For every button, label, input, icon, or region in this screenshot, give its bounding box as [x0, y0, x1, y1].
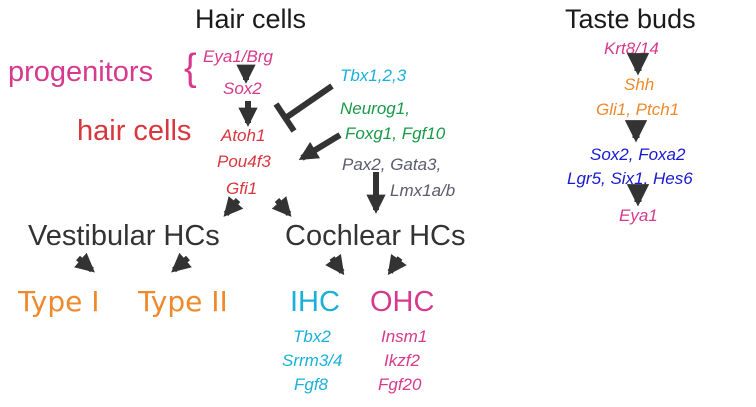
- arrow-vestibular-to-type-i: [74, 252, 95, 273]
- arrow-cochlear-to-ohc: [387, 253, 407, 276]
- gene-shh: Shh: [624, 75, 655, 94]
- ohc-label: OHC: [370, 286, 435, 318]
- gene-neurog1: Neurog1,: [340, 99, 410, 118]
- vestibular-hcs-label: Vestibular HCs: [28, 220, 220, 252]
- gene-pax2-gata3: Pax2, Gata3,: [342, 155, 442, 174]
- progenitors-brace: {: [184, 47, 197, 89]
- gene-gli1-ptch1: Gli1, Ptch1: [596, 100, 680, 119]
- gene-insm1: Insm1: [381, 327, 428, 346]
- arrow-neurog1-to-hair-cells: [298, 132, 342, 161]
- gene-eya1-taste: Eya1: [619, 206, 658, 225]
- gene-krt8-14: Krt8/14: [604, 39, 659, 58]
- gene-eya1-brg: Eya1/Brg: [203, 47, 273, 66]
- ihc-label: IHC: [290, 286, 340, 318]
- gene-tbx2: Tbx2: [293, 327, 331, 346]
- gene-ikzf2: Ikzf2: [384, 351, 420, 370]
- gene-fgf20: Fgf20: [378, 375, 422, 394]
- gene-foxg1-fgf10: Foxg1, Fgf10: [345, 124, 446, 143]
- arrow-cochlear-to-ihc: [325, 253, 345, 276]
- gene-srrm3-4: Srrm3/4: [282, 351, 343, 370]
- progenitors-label: progenitors: [8, 56, 154, 88]
- cochlear-hcs-label: Cochlear HCs: [285, 220, 466, 252]
- gene-sox2-progenitor: Sox2: [223, 79, 262, 98]
- type-i-label: Type I: [18, 285, 100, 318]
- arrow-vestibular-to-type-ii: [171, 252, 192, 273]
- inhibit-tbx-to-hair-cells: [273, 83, 334, 133]
- gene-lgr5-six1-hes6: Lgr5, Six1, Hes6: [567, 169, 693, 188]
- type-ii-label: Type II: [138, 285, 228, 318]
- gene-gfi1: Gfi1: [226, 179, 258, 198]
- hair-cells-label: hair cells: [77, 115, 192, 147]
- arrow-gfi1-to-cochlear: [271, 196, 292, 217]
- gene-sox2-foxa2: Sox2, Foxa2: [590, 145, 686, 164]
- gene-tbx1-2-3: Tbx1,2,3: [340, 66, 407, 85]
- gene-lmx1a-b: Lmx1a/b: [390, 181, 456, 200]
- gene-atoh1: Atoh1: [221, 126, 266, 145]
- arrow-gfi1-to-vestibular: [223, 196, 244, 217]
- gene-fgf8: Fgf8: [294, 375, 329, 394]
- gene-pou4f3: Pou4f3: [217, 152, 271, 171]
- taste-buds-title: Taste buds: [565, 4, 696, 34]
- hair-cells-title: Hair cells: [195, 4, 307, 34]
